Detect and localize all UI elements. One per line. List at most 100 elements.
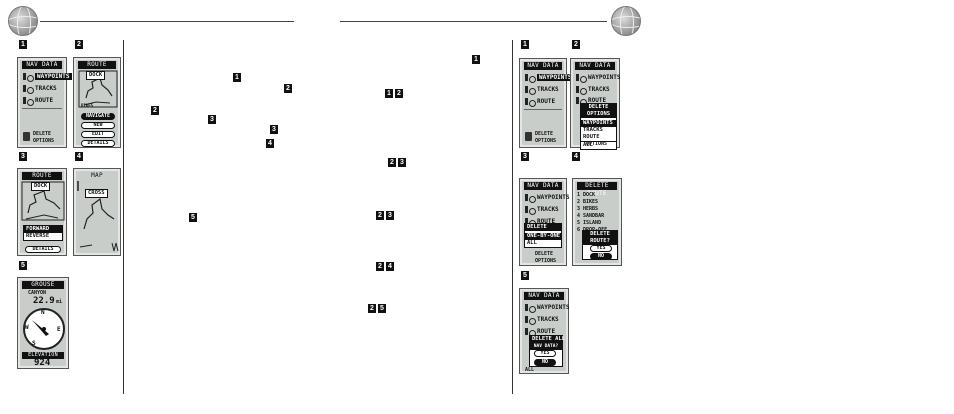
details-button[interactable]: DETAILS [25,246,61,253]
trash-icon [23,132,30,141]
waypoint-flag: CROSS [85,189,108,198]
text-ref-badge: 3 [386,211,394,220]
map-label: BIKES [81,103,94,108]
column-rule-right [512,40,513,394]
details-button[interactable]: DETAILS [81,140,115,147]
no-button[interactable]: NO [590,253,612,260]
waypoint-icon [575,73,587,83]
options-label: OPTIONS [586,141,608,147]
screen-title: NAV DATA [22,61,62,69]
figure-badge: 4 [572,152,580,161]
track-icon [524,205,536,215]
screen-title: ROUTE [22,172,62,180]
text-ref-badge: 2 [376,262,384,271]
no-button[interactable]: NO [534,359,556,366]
route-list-item[interactable]: 5 ISLAND [577,220,602,226]
option-one-by-one[interactable]: ONE-BY-ONE [525,233,561,240]
delete-label: DELETE [535,131,554,137]
text-ref-badge: 5 [378,304,386,313]
globe-icon-right [611,6,641,36]
waypoint-icon [22,72,34,82]
waypoint-icon [524,73,536,83]
navigate-button[interactable]: NAVIGATE [81,113,115,120]
dialog-line1: DELETE [583,231,617,238]
screen-title: NAV DATA [575,62,615,70]
menu-item-route: ROUTE [524,97,555,107]
yes-button[interactable]: YES [590,245,612,252]
waypoint-icon [524,193,536,203]
menu-item-tracks: TRACKS [524,205,559,215]
new-button[interactable]: NEW [81,122,115,129]
menu-item-waypoints: WAYPOINTS [524,73,574,83]
waypoint-flag: DOCK [31,182,51,191]
route-list-item[interactable]: 3 HERBS [577,206,599,212]
screen-title: ROUTE [78,61,116,69]
options-label: OPTIONS [535,258,557,264]
text-ref-badge: 2 [395,89,403,98]
delete-mode-menu: DELETE ONE-BY-ONE ALL [524,223,562,248]
option-route[interactable]: ROUTE [583,134,600,140]
menu-item-tracks: TRACKS [22,84,57,94]
target-label: CANYON [28,290,47,296]
direction-menu: FORWARD REVERSE [23,225,63,241]
distance-unit: mi [56,299,63,305]
option-tracks[interactable]: TRACKS [583,127,603,133]
screen-title: DELETE ROUTE [577,182,617,197]
track-icon [524,85,536,95]
menu-item-route: ROUTE [22,96,53,106]
header-rule-left [40,21,294,22]
trash-icon [525,132,532,141]
edit-button[interactable]: EDIT [81,131,115,138]
yes-button[interactable]: YES [534,350,556,357]
figure-badge: 4 [75,152,83,161]
device-screen-delete-route: DELETE ROUTE 1 DOCK 2 BIKES 3 HERBS 4 SA… [572,178,622,266]
figure-badge: 2 [75,40,83,49]
track-icon [524,315,536,325]
menu-item-waypoints: WAYPOINTS [575,73,621,83]
popup-subtitle: OPTIONS [581,111,616,118]
device-screen-delete-mode: NAV DATA WAYPOINTS TRACKS ROUTE DELETE O… [519,178,570,266]
header-rule-right [340,21,607,22]
device-screen-delete-all: NAV DATA WAYPOINTS TRACKS ROUTE DELETE A… [519,288,570,374]
option-waypoints[interactable]: WAYPOINTS [581,120,616,127]
delete-label: DELETE [535,251,554,257]
elevation-label: ELEVATION [22,352,64,359]
text-ref-badge: 3 [208,115,216,124]
compass-e: E [57,326,61,333]
text-ref-badge: 5 [189,213,197,222]
compass-w: W [25,324,29,331]
device-screen-compass: GROUSE CANYON 22.9 mi N E S W ELEVATION … [17,277,69,369]
divider [524,109,562,110]
route-list-item[interactable]: 2 BIKES [577,199,599,205]
waypoint-flag: DOCK [86,71,106,80]
screen-title: NAV DATA [524,292,564,300]
column-rule-left [123,40,124,394]
divider [22,108,62,109]
screen-title: NAV DATA [524,182,562,190]
route-list-item[interactable]: 1 DOCK [577,192,596,198]
device-screen-nav-data: NAV DATA WAYPOINTS TRACKS ROUTE DELETE O… [17,57,72,148]
compass-s: S [32,340,36,347]
text-ref-badge: 3 [398,158,406,167]
waypoint-icon [524,303,536,313]
option-all[interactable]: ALL [581,141,616,149]
route-icon [22,96,34,106]
option-reverse[interactable]: REVERSE [26,233,50,239]
option-forward[interactable]: FORWARD [24,226,62,233]
figure-badge: 3 [19,152,27,161]
map-svg [77,181,119,252]
compass-n: N [41,309,45,316]
figure-badge: 5 [19,261,27,270]
option-all[interactable]: ALL [527,240,537,246]
distance-value: 22.9 [33,296,55,306]
device-screen-route-direction: ROUTE DOCK FORWARD REVERSE DETAILS [17,168,67,256]
device-screen-map: MAP CROSS [73,168,121,256]
options-label: OPTIONS [33,138,55,144]
text-ref-badge: 2 [151,106,159,115]
elevation-value: 924 [34,358,51,368]
text-ref-badge: 1 [233,73,241,82]
menu-item-waypoints: WAYPOINTS [524,193,570,203]
delete-label: DELETE [33,131,52,137]
menu-item-waypoints: WAYPOINTS [524,303,570,313]
route-list-item[interactable]: 4 SANDBAR [577,213,605,219]
